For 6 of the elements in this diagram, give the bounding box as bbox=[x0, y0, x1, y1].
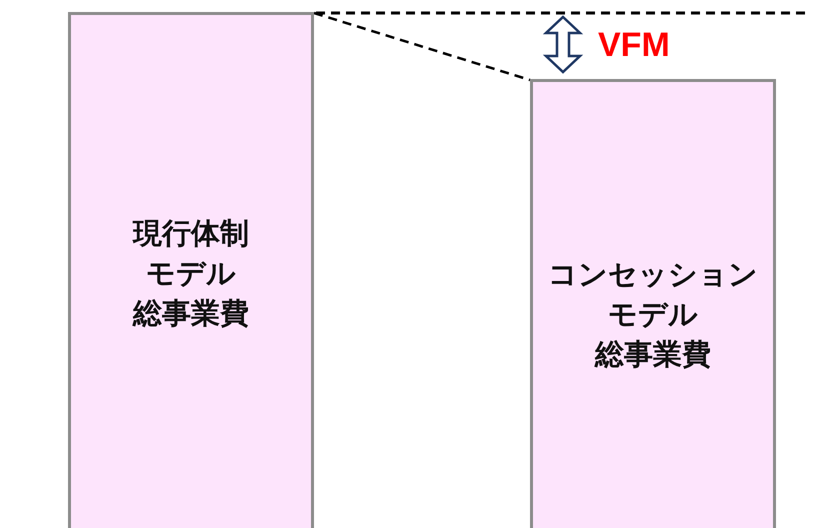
cost-bar bbox=[68, 12, 314, 528]
dashed-line bbox=[314, 12, 530, 82]
vfm-label: VFM bbox=[598, 26, 670, 65]
cost-bar bbox=[530, 79, 776, 528]
bar-label: コンセッションモデル総事業費 bbox=[547, 256, 759, 373]
bar-label: 現行体制モデル総事業費 bbox=[131, 215, 250, 332]
